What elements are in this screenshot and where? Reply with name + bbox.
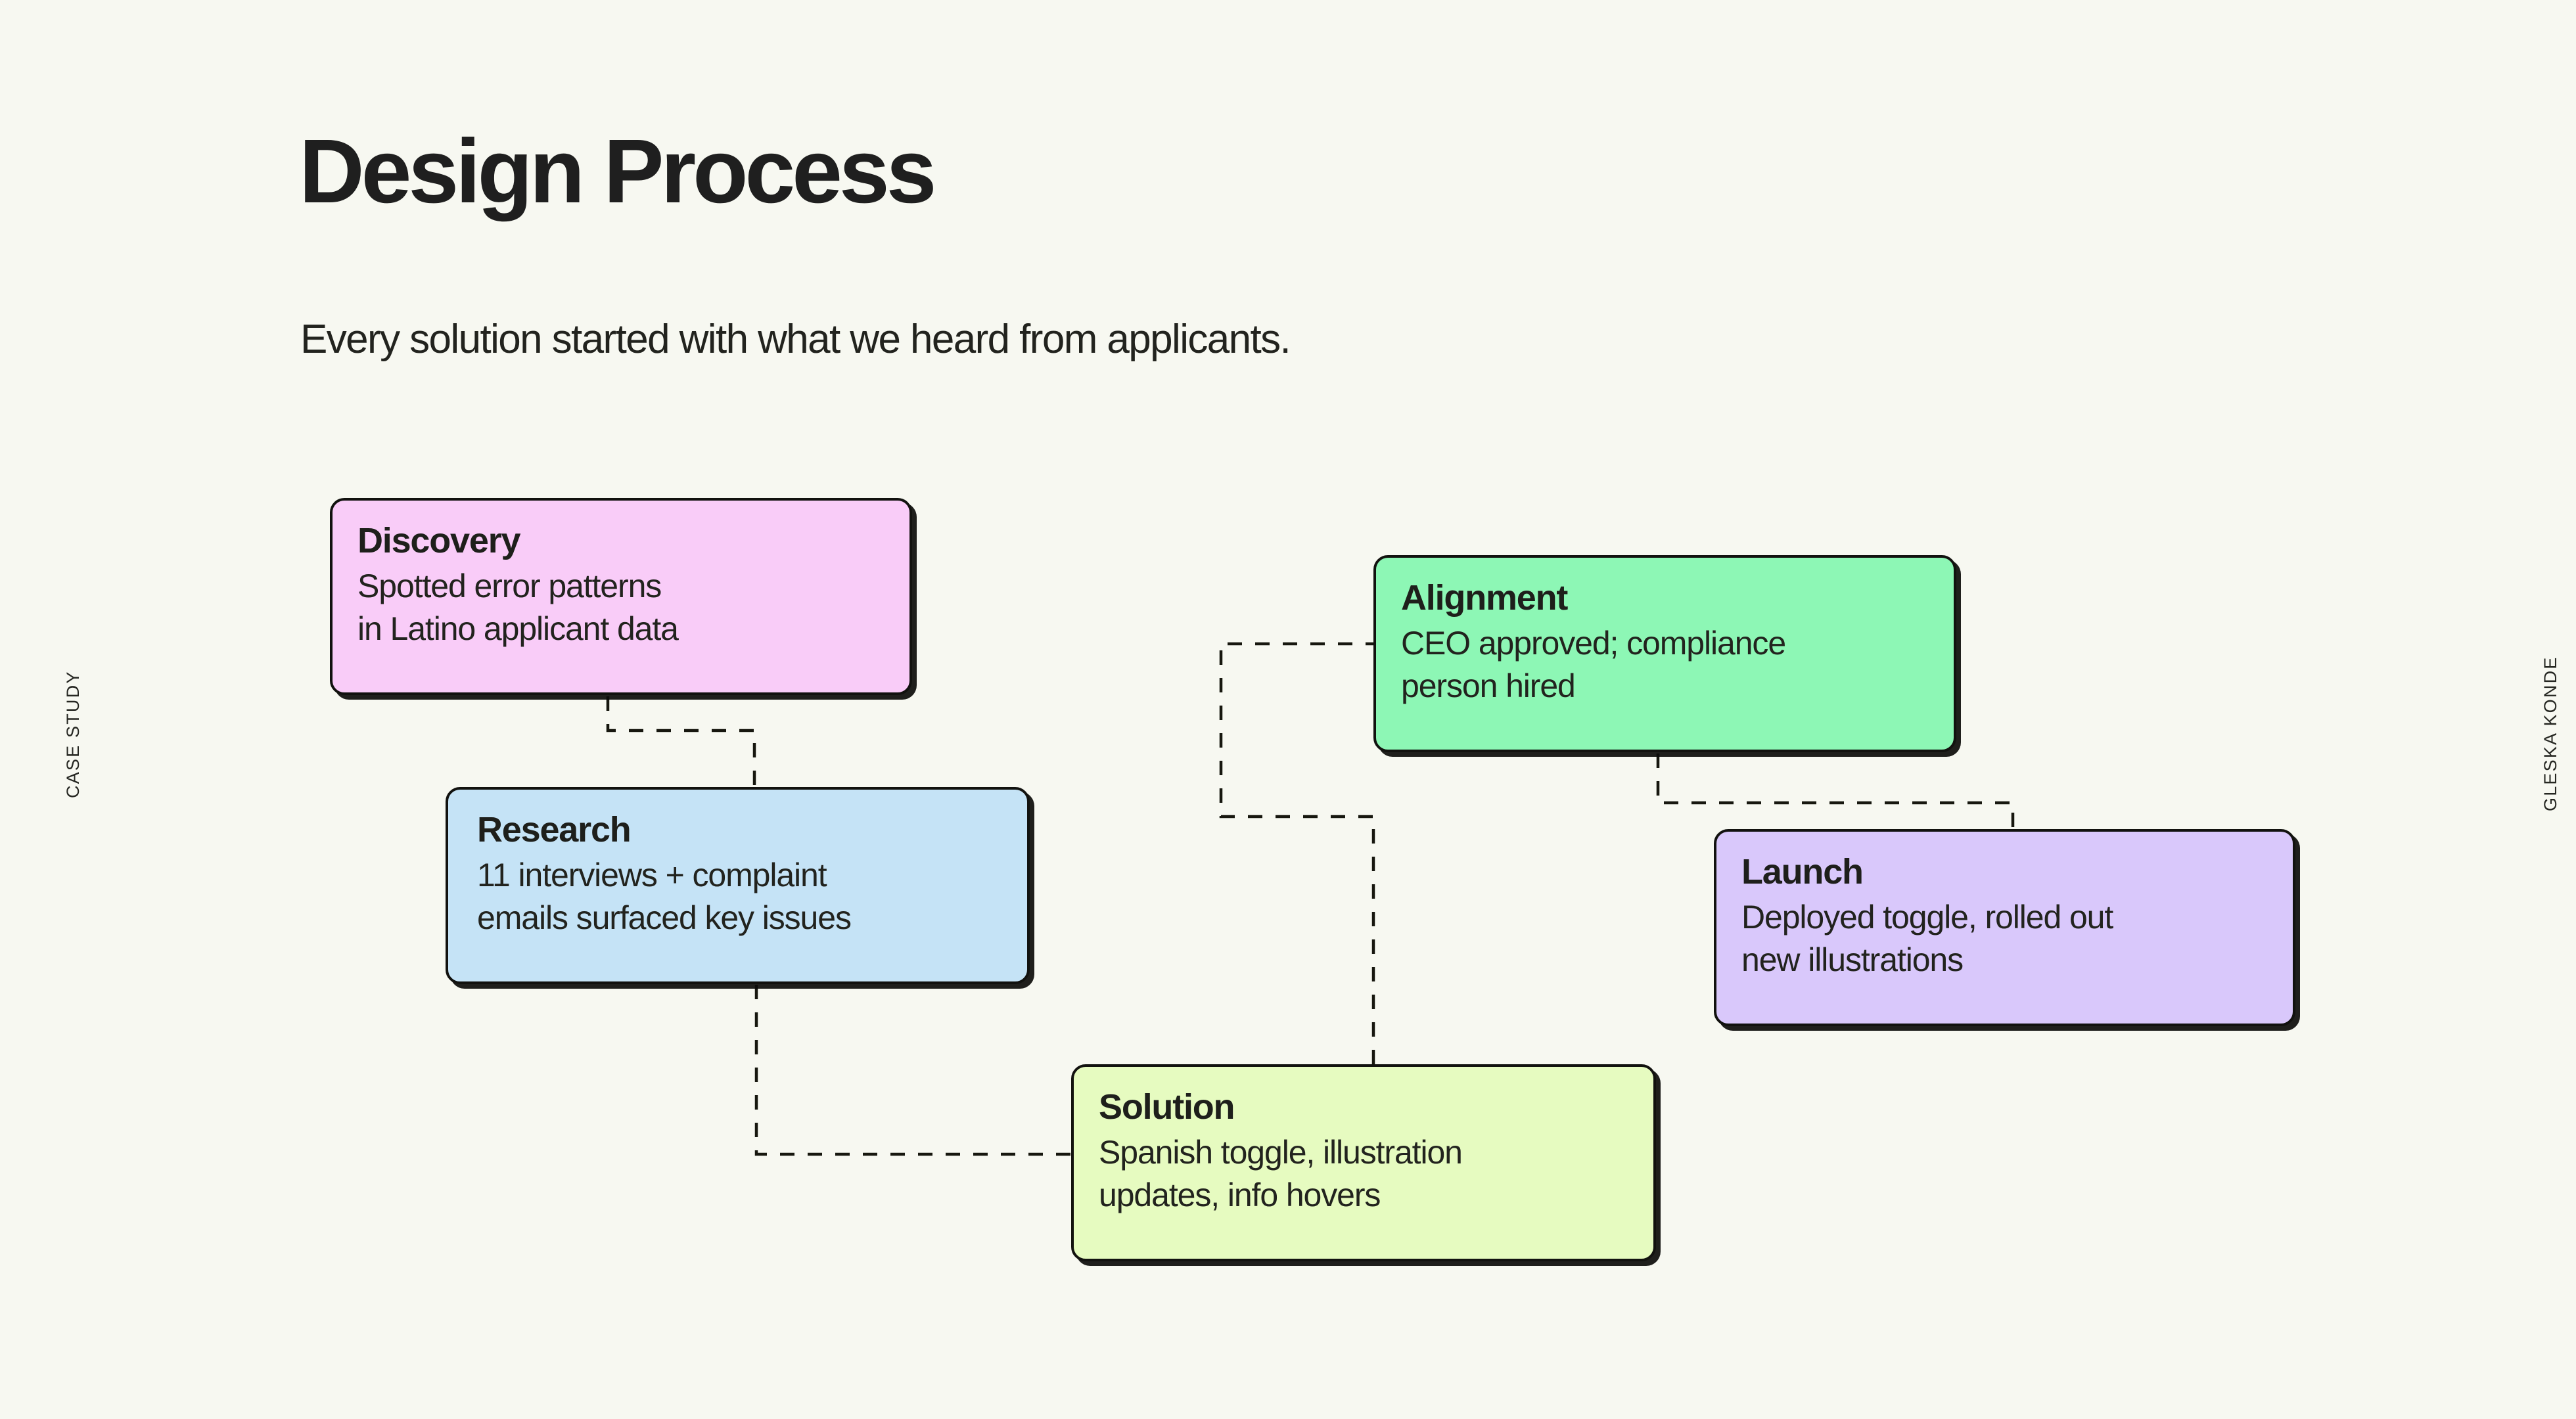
- flow-card-body: Deployed toggle, rolled out new illustra…: [1741, 896, 2268, 981]
- flow-card-title: Solution: [1099, 1087, 1235, 1127]
- flow-card-launch[interactable]: Launch Deployed toggle, rolled out new i…: [1714, 829, 2295, 1026]
- flow-card-title: Alignment: [1401, 578, 1568, 618]
- flow-card-body: CEO approved; compliance person hired: [1401, 622, 1929, 708]
- flow-card-body-line: in Latino applicant data: [357, 610, 679, 647]
- flow-card-body: Spotted error patterns in Latino applica…: [357, 565, 885, 650]
- flow-card-solution[interactable]: Solution Spanish toggle, illustration up…: [1071, 1064, 1656, 1261]
- connector-research-to-solution: [754, 985, 1071, 1156]
- flow-card-body-line: Spotted error patterns: [357, 567, 662, 604]
- rail-label-brand: GLESKA KONDE: [2541, 656, 2560, 811]
- flow-card-title: Research: [477, 810, 632, 849]
- flow-card-research[interactable]: Research 11 interviews + complaint email…: [446, 787, 1030, 984]
- flow-card-body-line: emails surfaced key issues: [477, 899, 852, 936]
- flow-card-title: Launch: [1741, 852, 1864, 891]
- flow-card-body-line: person hired: [1401, 667, 1576, 704]
- connector-alignment-to-launch: [1656, 754, 2015, 829]
- connector-solution-to-alignment: [1219, 642, 1375, 1064]
- flow-card-alignment[interactable]: Alignment CEO approved; compliance perso…: [1373, 555, 1956, 752]
- flow-card-discovery[interactable]: Discovery Spotted error patterns in Lati…: [330, 498, 912, 695]
- page-subtitle: Every solution started with what we hear…: [300, 317, 1291, 362]
- rail-label-case-study: CASE STUDY: [63, 670, 83, 798]
- flow-card-body-line: updates, info hovers: [1099, 1176, 1381, 1213]
- flow-card-title: Discovery: [357, 521, 521, 560]
- flow-card-body-line: Spanish toggle, illustration: [1099, 1133, 1463, 1171]
- page-title: Design Process: [299, 121, 936, 222]
- flow-card-body-line: Deployed toggle, rolled out: [1741, 898, 2113, 935]
- connector-discovery-to-research: [606, 696, 756, 787]
- flow-card-body-line: 11 interviews + complaint: [477, 856, 827, 893]
- flow-card-body: Spanish toggle, illustration updates, in…: [1099, 1131, 1628, 1217]
- flow-card-body-line: new illustrations: [1741, 941, 1964, 978]
- flow-card-body: 11 interviews + complaint emails surface…: [477, 854, 1002, 939]
- flow-card-body-line: CEO approved; compliance: [1401, 624, 1786, 662]
